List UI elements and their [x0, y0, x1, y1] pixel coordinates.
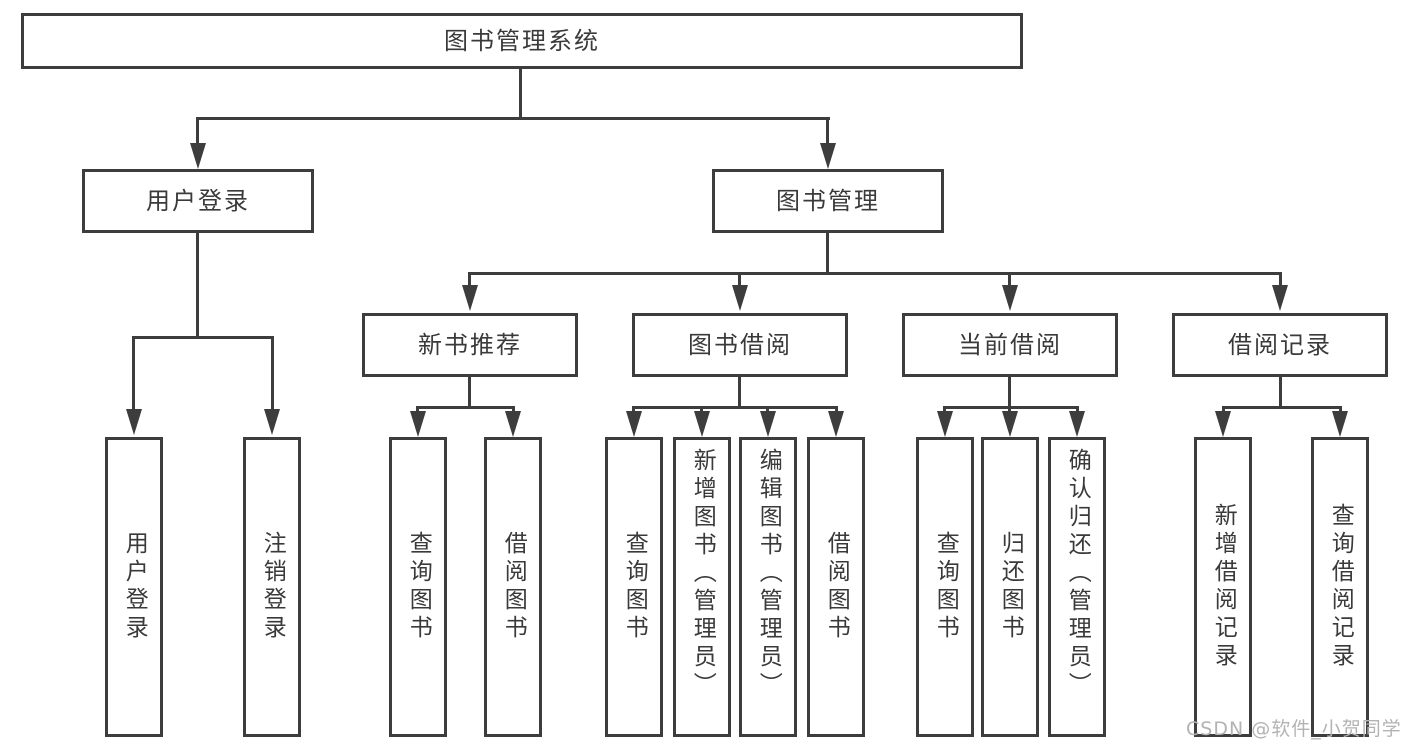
leaf-query-books-current: 查询图书: [916, 437, 974, 737]
arrow-down-icon: [937, 411, 953, 437]
connector-user-login-stem: [196, 233, 199, 339]
arrow-down-icon: [626, 411, 642, 437]
connector-drop-leaf: [1222, 406, 1225, 415]
node-book-borrowing: 图书借阅: [632, 313, 848, 377]
connector-stem: [1008, 377, 1011, 409]
arrow-down-icon: [505, 411, 521, 437]
connector-rail: [632, 406, 838, 409]
arrow-down-icon: [694, 411, 710, 437]
node-book-borrowing-label: 图书借阅: [688, 330, 792, 359]
leaf-logout-label: 注销登录: [259, 531, 286, 643]
arrow-down-icon: [1272, 285, 1288, 311]
arrow-down-icon: [820, 143, 836, 169]
arrow-down-icon: [1002, 285, 1018, 311]
connector-drop-leaf: [1076, 406, 1079, 415]
node-user-login-label: 用户登录: [146, 186, 250, 215]
leaf-query-books-current-label: 查询图书: [932, 531, 959, 643]
leaf-query-books-recommend: 查询图书: [389, 437, 447, 737]
connector-drop-leaf: [835, 406, 838, 415]
leaf-return-books-label: 归还图书: [997, 531, 1024, 643]
arrow-down-icon: [1002, 411, 1018, 437]
connector-drop-user-login: [196, 117, 199, 146]
node-current-borrowing-label: 当前借阅: [958, 330, 1062, 359]
leaf-borrow-books-borrowing-label: 借阅图书: [823, 531, 850, 643]
leaf-borrow-books-recommend: 借阅图书: [484, 437, 542, 737]
node-book-management-label: 图书管理: [776, 186, 880, 215]
leaf-query-borrow-record-label: 查询借阅记录: [1327, 503, 1354, 671]
leaf-borrow-books-borrowing: 借阅图书: [807, 437, 865, 737]
arrow-down-icon: [828, 411, 844, 437]
connector-root-stem: [519, 69, 522, 120]
leaf-return-books: 归还图书: [981, 437, 1039, 737]
connector-stem: [1279, 377, 1282, 409]
node-root: 图书管理系统: [21, 13, 1023, 69]
arrow-down-icon: [410, 411, 426, 437]
leaf-borrow-books-recommend-label: 借阅图书: [500, 531, 527, 643]
arrow-down-icon: [1069, 411, 1085, 437]
node-new-book-recommend-label: 新书推荐: [418, 330, 522, 359]
arrow-down-icon: [462, 285, 478, 311]
connector-drop-leaf: [1008, 406, 1011, 415]
leaf-confirm-return-admin: 确认归还（管理员）: [1048, 437, 1106, 737]
leaf-query-borrow-record: 查询借阅记录: [1311, 437, 1369, 737]
arrow-down-icon: [732, 285, 748, 311]
connector-root-rail: [196, 117, 830, 120]
connector-drop-leaf: [271, 336, 274, 411]
node-current-borrowing: 当前借阅: [902, 313, 1118, 377]
arrow-down-icon: [126, 409, 142, 435]
leaf-user-login-label: 用户登录: [121, 531, 148, 643]
leaf-edit-book-admin-label: 编辑图书（管理员）: [755, 448, 782, 700]
leaf-add-borrow-record: 新增借阅记录: [1194, 437, 1252, 737]
connector-drop-leaf: [416, 406, 419, 415]
leaf-query-books-borrowing: 查询图书: [605, 437, 663, 737]
connector-drop-leaf: [1339, 406, 1342, 415]
connector-drop-leaf: [512, 406, 515, 415]
leaf-add-book-admin-label: 新增图书（管理员）: [689, 448, 716, 700]
arrow-down-icon: [1332, 411, 1348, 437]
connector-drop-leaf: [632, 406, 635, 415]
connector-book-management-stem: [826, 233, 829, 275]
leaf-query-books-recommend-label: 查询图书: [405, 531, 432, 643]
connector-stem: [738, 377, 741, 409]
connector-book-management-rail: [468, 272, 1282, 275]
arrow-down-icon: [1215, 411, 1231, 437]
node-user-login: 用户登录: [82, 169, 314, 233]
leaf-logout: 注销登录: [243, 437, 301, 737]
connector-drop-level3: [468, 272, 471, 286]
leaf-query-books-borrowing-label: 查询图书: [621, 531, 648, 643]
leaf-add-book-admin: 新增图书（管理员）: [673, 437, 731, 737]
connector-drop-book-management: [826, 117, 829, 146]
leaf-confirm-return-admin-label: 确认归还（管理员）: [1064, 448, 1091, 700]
csdn-watermark: CSDN @软件_小贺同学: [1186, 718, 1402, 740]
node-borrowing-records: 借阅记录: [1172, 313, 1388, 377]
connector-user-login-rail: [132, 336, 274, 339]
arrow-down-icon: [264, 409, 280, 435]
connector-drop-level3: [1008, 272, 1011, 286]
connector-rail: [416, 406, 515, 409]
connector-rail: [1222, 406, 1342, 409]
connector-drop-leaf: [132, 336, 135, 411]
arrow-down-icon: [190, 143, 206, 169]
leaf-add-borrow-record-label: 新增借阅记录: [1210, 503, 1237, 671]
node-borrowing-records-label: 借阅记录: [1228, 330, 1332, 359]
connector-drop-leaf: [766, 406, 769, 415]
arrow-down-icon: [760, 411, 776, 437]
connector-drop-leaf: [943, 406, 946, 415]
connector-stem: [468, 377, 471, 409]
connector-drop-level3: [1279, 272, 1282, 286]
leaf-edit-book-admin: 编辑图书（管理员）: [739, 437, 797, 737]
connector-drop-leaf: [700, 406, 703, 415]
connector-drop-level3: [738, 272, 741, 286]
connector-rail: [943, 406, 1079, 409]
node-new-book-recommend: 新书推荐: [362, 313, 578, 377]
leaf-user-login: 用户登录: [105, 437, 163, 737]
node-book-management: 图书管理: [712, 169, 944, 233]
node-root-label: 图书管理系统: [444, 26, 600, 55]
